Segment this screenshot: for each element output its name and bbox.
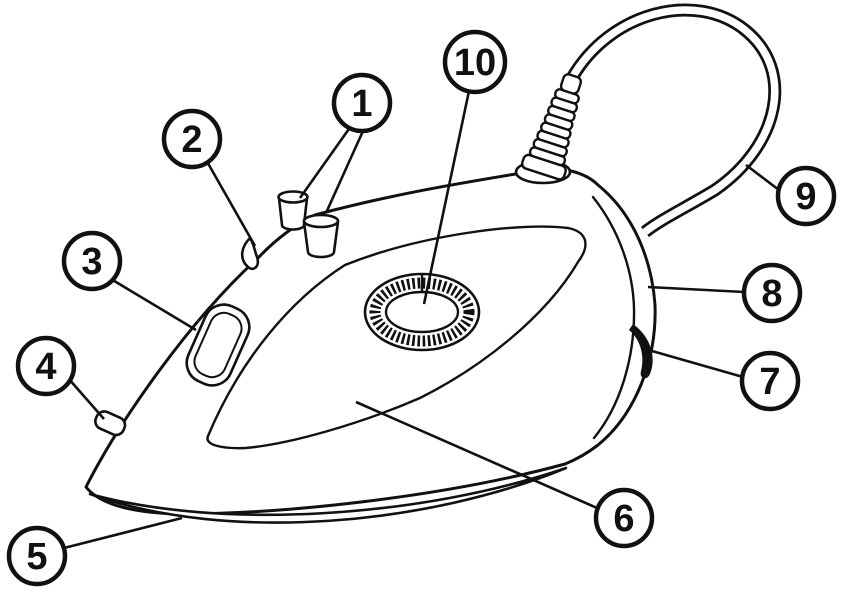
water-window [185,303,251,387]
body-panel [206,225,587,450]
callout-10-label: 10 [454,42,496,84]
callout-7-label: 7 [759,361,780,403]
callout-8: 8 [647,262,803,324]
power-cord [566,3,782,238]
spray-lever [240,236,260,271]
callout-6: 6 [355,400,655,549]
callout-2-badge [161,108,223,170]
rear-indicator-mark [629,324,653,379]
temperature-dial [363,272,481,352]
callout-2-label: 2 [181,119,202,161]
callout-4-label: 4 [35,346,56,388]
callout-8-badge [741,262,803,324]
callout-5: 5 [6,516,183,587]
callout-9: 9 [745,163,837,227]
water-fill-cap [302,213,340,259]
spray-nozzle [277,190,309,231]
callout-10: 10 [422,29,508,305]
callout-3: 3 [61,230,197,332]
callout-6-badge [593,487,655,549]
iron-body-outline [84,167,657,516]
callout-7-badge [739,350,801,412]
soleplate [88,466,568,524]
callout-8-label: 8 [761,273,782,315]
callout-9-badge [775,165,837,227]
callout-3-badge [61,230,123,292]
callout-7: 7 [651,349,801,412]
cord-strain-relief [520,73,583,181]
callout-4: 4 [15,335,105,420]
callout-4-badge [15,335,77,397]
callout-5-badge [6,525,68,587]
callout-1-label: 1 [351,83,372,125]
callout-2: 2 [161,108,257,247]
callout-10-badge [442,29,508,95]
callout-6-label: 6 [613,498,634,540]
callout-5-label: 5 [26,536,47,578]
callout-1: 1 [298,72,393,214]
rear-heel-line [591,195,636,440]
callout-3-label: 3 [81,241,102,283]
callout-9-label: 9 [795,176,816,218]
callout-1-badge [331,72,393,134]
